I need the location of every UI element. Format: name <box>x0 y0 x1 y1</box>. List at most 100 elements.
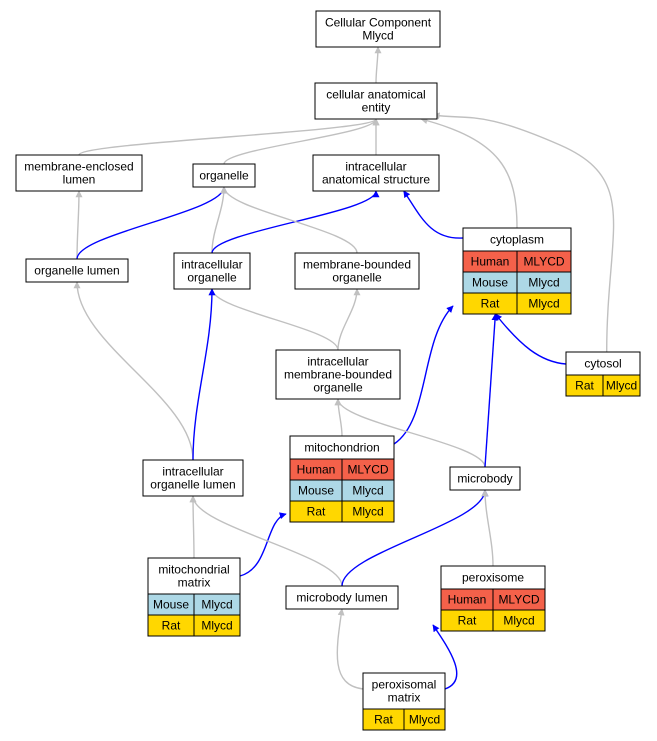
species-label: Rat <box>481 297 500 311</box>
node-box <box>449 466 521 491</box>
node-label-line: Mlycd <box>362 29 393 43</box>
is-a-edge-mb-to-imbo <box>334 398 486 468</box>
edges-layer <box>73 46 615 690</box>
node-label-line: organelle <box>187 271 237 285</box>
node-label-line: entity <box>362 101 391 115</box>
node-label-line: lumen <box>63 173 96 187</box>
is-a-edge-iol-to-orglum <box>73 281 194 461</box>
node-box <box>142 459 244 497</box>
gene-cell <box>516 292 572 315</box>
node-box <box>15 154 143 192</box>
node-label-line: organelle lumen <box>150 478 235 492</box>
node-label-line: matrix <box>178 576 211 590</box>
gene-label: Mlycd <box>528 276 559 290</box>
node-label-line: cellular anatomical <box>326 88 425 102</box>
part-of-edge-mbl-to-mb <box>341 489 489 587</box>
gene-label: Mlycd <box>503 614 534 628</box>
species-label: Rat <box>374 713 393 727</box>
species-label: Human <box>471 255 510 269</box>
species-label: Human <box>297 463 336 477</box>
species-label: Rat <box>575 379 594 393</box>
gene-label: Mlycd <box>528 297 559 311</box>
part-of-edge-mm-to-mito <box>239 512 287 577</box>
species-label: Human <box>448 593 487 607</box>
is-a-edge-mm-to-iol <box>189 495 197 559</box>
gene-cell <box>193 614 241 637</box>
is-a-edge-cyto-to-cae <box>420 117 518 229</box>
gene-cell <box>403 708 446 731</box>
node-box <box>294 252 420 290</box>
species-label: Rat <box>458 614 477 628</box>
gene-label: MLYCD <box>347 463 388 477</box>
node-box <box>147 557 241 595</box>
node-label-line: mitochondrial <box>158 563 229 577</box>
is-a-edge-org-to-cae <box>223 118 380 165</box>
node-label-line: peroxisome <box>462 571 524 585</box>
node-label-line: membrane-bounded <box>284 368 392 382</box>
gene-label: Mlycd <box>352 505 383 519</box>
is-a-edge-perox-to-mb <box>481 489 494 567</box>
species-label: Rat <box>162 619 181 633</box>
node-box <box>314 82 438 120</box>
is-a-edge-orglum-to-mel <box>75 190 83 260</box>
part-of-edge-cyto-to-ias <box>403 190 464 239</box>
node-box <box>275 349 401 400</box>
gene-cell <box>602 374 641 397</box>
gene-label: Mlycd <box>606 379 637 393</box>
node-box <box>192 163 256 188</box>
gene-cell <box>341 500 395 523</box>
node-label-line: peroxisomal <box>372 678 437 692</box>
species-label: Mouse <box>298 484 334 498</box>
node-label-line: matrix <box>388 691 421 705</box>
is-a-edge-cae-to-root <box>374 46 382 84</box>
node-box <box>312 154 440 192</box>
gene-label: MLYCD <box>498 593 539 607</box>
node-label-line: cytosol <box>584 357 621 371</box>
node-label-line: membrane-bounded <box>303 258 411 272</box>
part-of-edge-mito-to-cyto <box>393 305 454 445</box>
node-label-line: membrane-enclosed <box>24 160 133 174</box>
node-label-line: intracellular <box>162 465 223 479</box>
is-a-edge-io-to-org <box>211 186 228 254</box>
node-orglum[interactable]: organelle lumen <box>25 258 129 283</box>
node-mbl[interactable]: microbody lumen <box>285 585 399 610</box>
node-label-line: intracellular <box>181 258 242 272</box>
is-a-edge-mbl-to-iol <box>189 495 343 587</box>
part-of-edge-cytosol-to-cyto <box>494 313 567 365</box>
node-label-line: organelle <box>199 169 249 183</box>
gene-cell <box>492 609 546 632</box>
node-label-line: organelle <box>332 271 382 285</box>
node-box <box>173 252 251 290</box>
is-a-edge-imbo-to-io <box>208 288 339 351</box>
node-label-line: intracellular <box>307 355 368 369</box>
part-of-edge-orglum-to-org <box>76 186 228 260</box>
is-a-edge-mel-to-cae <box>78 118 380 156</box>
node-label-line: organelle lumen <box>34 264 119 278</box>
is-a-edge-pm-to-mbl <box>336 608 364 690</box>
node-org[interactable]: organelle <box>192 163 256 188</box>
node-box <box>362 672 446 710</box>
gene-label: MLYCD <box>523 255 564 269</box>
species-label: Mouse <box>153 598 189 612</box>
part-of-edge-pm-to-perox <box>432 624 458 690</box>
is-a-edge-cytosol-to-cae <box>432 112 615 353</box>
node-box <box>315 10 441 48</box>
node-mb[interactable]: microbody <box>449 466 521 491</box>
is-a-edge-mbo-to-org <box>220 186 358 254</box>
